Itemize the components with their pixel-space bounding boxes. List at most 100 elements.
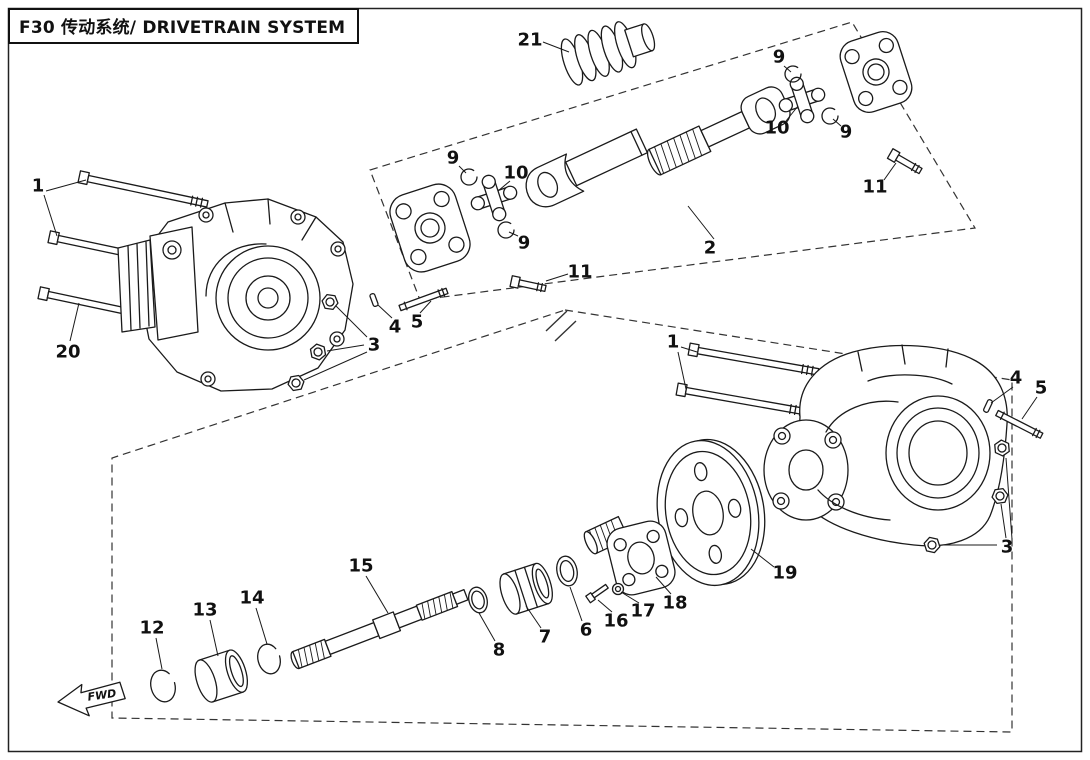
callout-label: 3 <box>368 335 381 356</box>
circlip <box>257 643 281 675</box>
callout-leader-line <box>303 351 368 381</box>
callout-leader-line <box>832 118 842 127</box>
callout-leader-line <box>155 637 163 670</box>
callout-leader-line <box>990 386 1014 404</box>
flange-bolt <box>509 275 548 295</box>
small-bolt <box>585 583 609 604</box>
rear-gearbox <box>763 344 1008 547</box>
callout-leader-line <box>525 605 542 629</box>
u-joint-cross <box>470 174 518 222</box>
callout-label: 17 <box>630 601 655 622</box>
callout-leader-line <box>620 591 640 604</box>
callout-label: 12 <box>139 618 164 639</box>
callout-label: 18 <box>662 593 687 614</box>
callout-label: 20 <box>55 342 80 363</box>
callout-leader-line <box>783 65 792 73</box>
callout-leader-line <box>785 105 799 122</box>
callout-label: 5 <box>411 312 424 333</box>
callout-leader-line <box>680 346 698 353</box>
splined-propshaft <box>646 86 791 176</box>
callout-label: 1 <box>667 332 680 353</box>
mounting-bolt <box>687 342 820 379</box>
callout-label: 8 <box>493 640 506 661</box>
mounting-bolt <box>675 382 808 419</box>
coupler-sleeve <box>499 562 553 615</box>
callout-label: 7 <box>539 627 552 648</box>
callout-label: 9 <box>518 233 531 254</box>
callout-label: 21 <box>517 30 542 51</box>
callout-leader-line <box>508 231 519 237</box>
dowel-pin <box>368 292 380 308</box>
stud-bolt <box>397 286 450 313</box>
callout-leader-line <box>1021 396 1038 420</box>
page-border <box>7 7 1083 753</box>
diagram-title: F30 传动系统/ DRIVETRAIN SYSTEM <box>8 8 360 44</box>
callout-label: 6 <box>580 620 593 641</box>
callout-leader-line <box>542 41 570 53</box>
callout-label: 4 <box>1010 368 1023 389</box>
propshaft-yoke-tube <box>525 128 649 208</box>
callout-leader-line <box>377 304 393 319</box>
callout-label: 10 <box>764 118 789 139</box>
drive-shaft <box>290 588 469 670</box>
brake-disc <box>656 438 766 587</box>
hub-flange <box>606 520 676 596</box>
circlip <box>150 669 176 703</box>
callout-label: 10 <box>503 163 528 184</box>
callout-label: 11 <box>567 262 592 283</box>
callout-label: 15 <box>348 556 373 577</box>
callout-label: 9 <box>840 122 853 143</box>
snap-ring <box>460 168 478 186</box>
fwd-label: FWD <box>87 687 117 704</box>
u-joint-cross <box>778 76 826 124</box>
callout-leader-line <box>45 179 87 192</box>
callout-leader-line <box>209 619 219 657</box>
washer <box>611 582 625 596</box>
callout-leader-line <box>326 344 365 352</box>
snap-ring <box>784 65 802 83</box>
callout-label: 16 <box>603 611 628 632</box>
callout-leader-line <box>255 607 268 645</box>
leader-lines-layer <box>43 41 1038 670</box>
callout-leader-line <box>419 300 432 314</box>
rubber-boot <box>560 21 656 86</box>
break-mark <box>545 310 577 342</box>
callout-leader-line <box>883 162 897 181</box>
callout-leader-line <box>677 351 687 390</box>
callout-leader-line <box>655 576 672 595</box>
callout-label: 9 <box>447 148 460 169</box>
callout-leader-line <box>1005 457 1013 540</box>
snap-ring <box>821 107 839 125</box>
seal-ring <box>468 586 488 614</box>
callout-leader-line <box>750 548 775 568</box>
fwd-arrow: FWD <box>57 681 126 717</box>
callout-leader-line <box>458 165 467 174</box>
seal-ring <box>556 555 578 587</box>
rubber-sleeve <box>194 649 249 703</box>
front-gearbox <box>117 198 354 392</box>
snap-ring <box>497 221 515 239</box>
callout-leader-line <box>687 205 715 240</box>
companion-flange <box>839 31 913 113</box>
callout-label: 3 <box>1001 537 1014 558</box>
mounting-bolt <box>77 170 210 211</box>
callout-label: 14 <box>239 588 264 609</box>
callout-leader-line <box>43 194 58 237</box>
flange-yoke <box>389 183 471 273</box>
callout-leader-line <box>365 575 389 614</box>
callout-leader-line <box>1000 503 1007 539</box>
propshaft-boundary <box>369 21 976 301</box>
callout-leader-line <box>69 302 80 342</box>
callout-label: 11 <box>862 177 887 198</box>
callout-label: 9 <box>773 47 786 68</box>
callout-label: 19 <box>772 563 797 584</box>
callout-leader-line <box>597 599 613 613</box>
callout-leader-line <box>569 586 583 622</box>
callout-label: 4 <box>389 317 402 338</box>
callout-label: 5 <box>1035 378 1048 399</box>
flange-bolt <box>886 148 924 177</box>
callout-label: 1 <box>32 176 45 197</box>
